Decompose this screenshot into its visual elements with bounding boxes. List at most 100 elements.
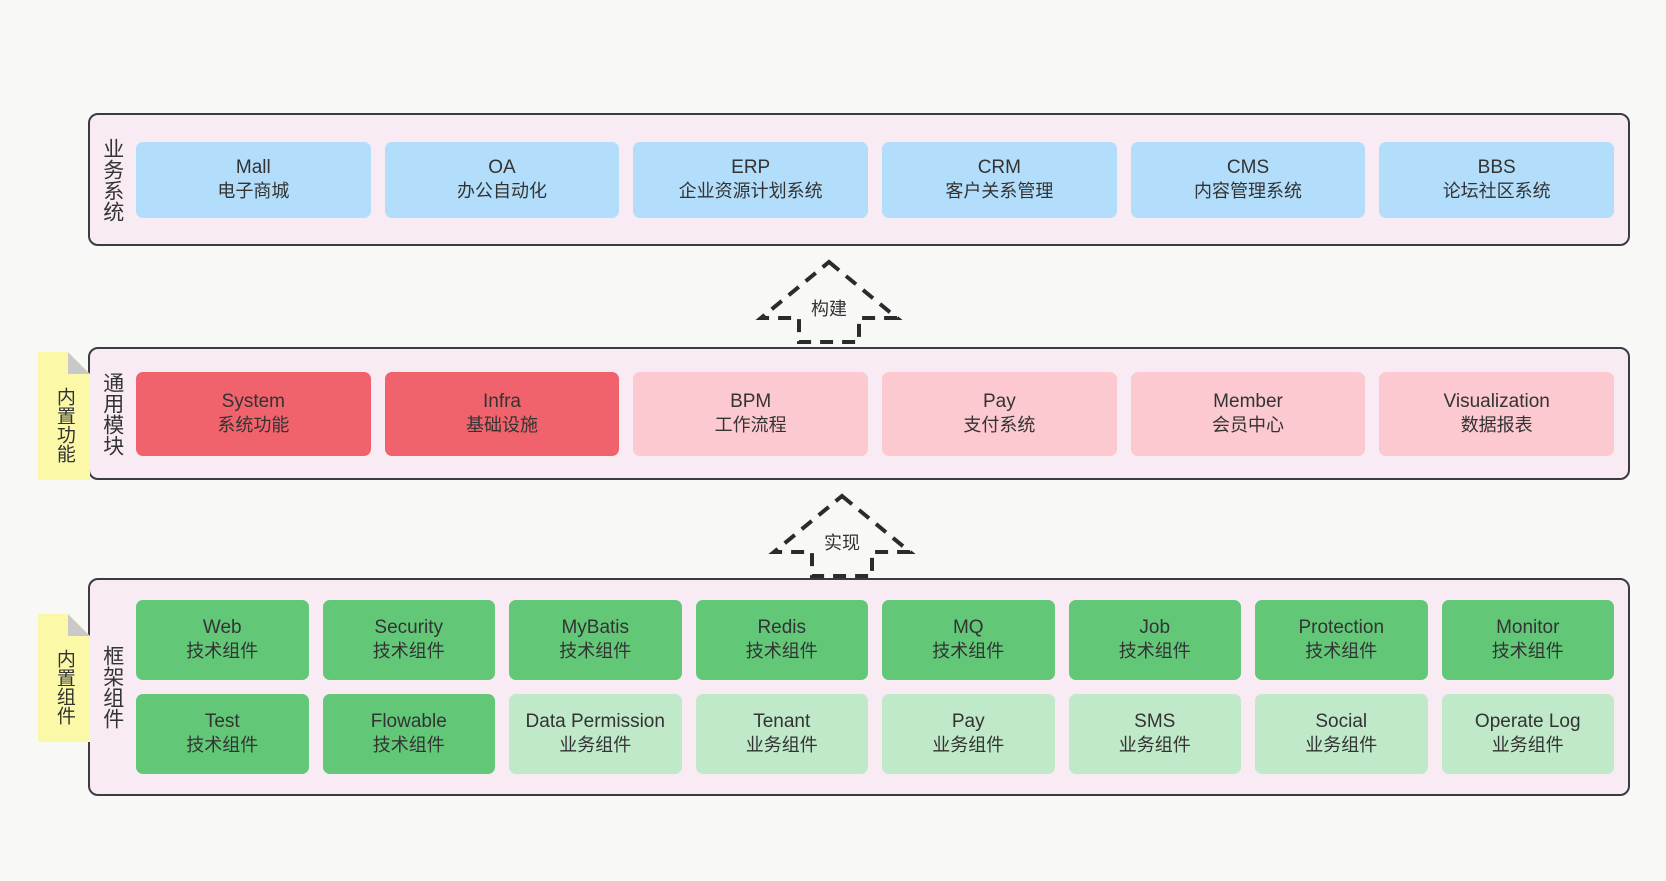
arrow-implement: 实现: [768, 492, 916, 578]
node-title: Redis: [757, 617, 807, 639]
node-subtitle: 数据报表: [1460, 414, 1533, 435]
sticky-note-builtin-components: 内置组件: [38, 614, 90, 742]
node-crm[interactable]: CRM 客户关系管理: [882, 141, 1117, 218]
node-subtitle: 基础设施: [466, 414, 538, 435]
node-monitor[interactable]: Monitor 技术组件: [1441, 600, 1614, 680]
node-subtitle: 技术组件: [186, 641, 259, 662]
node-test[interactable]: Test 技术组件: [136, 694, 309, 774]
node-title: SMS: [1134, 711, 1176, 733]
node-visualization[interactable]: Visualization 数据报表: [1379, 371, 1615, 456]
node-subtitle: 技术组件: [372, 735, 445, 756]
node-subtitle: 技术组件: [1118, 641, 1191, 662]
layer-framework-components: 框架组件 Web 技术组件 Security 技术组件 MyBatis 技术组件…: [88, 578, 1630, 796]
node-subtitle: 办公自动化: [457, 180, 547, 201]
node-subtitle: 技术组件: [186, 735, 259, 756]
node-infra[interactable]: Infra 基础设施: [384, 371, 620, 456]
layer-body-modules: System 系统功能 Infra 基础设施 BPM 工作流程 Pay 支付系统…: [134, 349, 1628, 478]
node-subtitle: 业务组件: [1118, 735, 1191, 756]
node-mq[interactable]: MQ 技术组件: [882, 600, 1055, 680]
node-subtitle: 技术组件: [745, 641, 818, 662]
node-row: Web 技术组件 Security 技术组件 MyBatis 技术组件 Redi…: [136, 600, 1614, 680]
node-job[interactable]: Job 技术组件: [1068, 600, 1241, 680]
node-title: Pay: [951, 711, 985, 733]
sticky-note-text: 内置组件: [53, 649, 75, 725]
node-cms[interactable]: CMS 内容管理系统: [1130, 141, 1366, 218]
node-system[interactable]: System 系统功能: [136, 371, 371, 456]
node-title: Test: [204, 711, 240, 733]
node-title: Web: [202, 617, 242, 639]
node-title: Protection: [1298, 617, 1385, 639]
node-subtitle: 业务组件: [745, 735, 818, 756]
layer-label-business: 业务系统: [100, 137, 124, 222]
node-sms[interactable]: SMS 业务组件: [1068, 694, 1241, 774]
node-title: Job: [1139, 617, 1171, 639]
node-title: Social: [1315, 711, 1368, 733]
node-redis[interactable]: Redis 技术组件: [695, 600, 868, 680]
node-title: Tenant: [753, 711, 811, 733]
node-flowable[interactable]: Flowable 技术组件: [322, 694, 495, 774]
node-title: MQ: [952, 617, 984, 639]
node-subtitle: 系统功能: [217, 414, 290, 435]
node-row: Test 技术组件 Flowable 技术组件 Data Permission …: [136, 694, 1614, 774]
node-title: Data Permission: [525, 711, 665, 733]
layer-label-framework: 框架组件: [100, 645, 124, 729]
node-title: Member: [1213, 390, 1283, 412]
node-subtitle: 电子商城: [217, 180, 290, 201]
node-title: Operate Log: [1474, 711, 1581, 733]
node-protection[interactable]: Protection 技术组件: [1255, 600, 1428, 680]
node-bbs[interactable]: BBS 论坛社区系统: [1379, 141, 1615, 218]
node-subtitle: 业务组件: [932, 735, 1005, 756]
node-subtitle: 技术组件: [1491, 641, 1564, 662]
node-pay-component[interactable]: Pay 业务组件: [882, 694, 1055, 774]
node-subtitle: 客户关系管理: [945, 180, 1054, 201]
node-subtitle: 技术组件: [1305, 641, 1378, 662]
layer-business-systems: 业务系统 Mall 电子商城 OA 办公自动化 ERP 企业资源计划系统 CRM…: [88, 113, 1630, 246]
node-title: Infra: [482, 390, 522, 412]
node-title: Monitor: [1496, 617, 1560, 639]
node-subtitle: 业务组件: [559, 735, 632, 756]
layer-label-modules: 通用模块: [100, 371, 124, 456]
node-data-permission[interactable]: Data Permission 业务组件: [509, 694, 682, 774]
node-title: Flowable: [370, 711, 447, 733]
node-pay[interactable]: Pay 支付系统: [882, 371, 1117, 456]
node-bpm[interactable]: BPM 工作流程: [633, 371, 869, 456]
node-member[interactable]: Member 会员中心: [1130, 371, 1366, 456]
node-row: System 系统功能 Infra 基础设施 BPM 工作流程 Pay 支付系统…: [136, 371, 1615, 456]
sticky-note-builtin-functions: 内置功能: [38, 352, 90, 480]
node-subtitle: 会员中心: [1212, 414, 1285, 435]
node-erp[interactable]: ERP 企业资源计划系统: [633, 141, 869, 218]
layer-body-framework: Web 技术组件 Security 技术组件 MyBatis 技术组件 Redi…: [134, 580, 1628, 794]
node-operate-log[interactable]: Operate Log 业务组件: [1441, 694, 1614, 774]
node-subtitle: 论坛社区系统: [1442, 180, 1551, 201]
node-subtitle: 业务组件: [1491, 735, 1564, 756]
node-oa[interactable]: OA 办公自动化: [384, 141, 620, 218]
node-title: BPM: [730, 390, 772, 412]
node-title: Pay: [982, 390, 1016, 412]
node-social[interactable]: Social 业务组件: [1255, 694, 1428, 774]
layer-common-modules: 通用模块 System 系统功能 Infra 基础设施 BPM 工作流程 Pay…: [88, 347, 1630, 480]
node-subtitle: 工作流程: [714, 414, 787, 435]
node-subtitle: 技术组件: [372, 641, 445, 662]
node-title: Visualization: [1443, 390, 1550, 412]
node-subtitle: 技术组件: [559, 641, 632, 662]
node-title: MyBatis: [561, 617, 630, 639]
node-title: Security: [374, 617, 444, 639]
arrow-build: 构建: [755, 258, 903, 344]
node-security[interactable]: Security 技术组件: [322, 600, 495, 680]
node-title: CRM: [977, 156, 1021, 178]
node-subtitle: 内容管理系统: [1194, 180, 1303, 201]
node-web[interactable]: Web 技术组件: [136, 600, 309, 680]
sticky-note-text: 内置功能: [53, 387, 75, 463]
node-subtitle: 支付系统: [963, 414, 1036, 435]
node-title: BBS: [1477, 156, 1516, 178]
layer-body-business: Mall 电子商城 OA 办公自动化 ERP 企业资源计划系统 CRM 客户关系…: [134, 115, 1628, 244]
node-title: ERP: [731, 156, 771, 178]
node-subtitle: 企业资源计划系统: [678, 180, 823, 201]
node-mall[interactable]: Mall 电子商城: [136, 141, 371, 218]
node-mybatis[interactable]: MyBatis 技术组件: [509, 600, 682, 680]
node-title: System: [221, 390, 286, 412]
node-tenant[interactable]: Tenant 业务组件: [695, 694, 868, 774]
node-subtitle: 技术组件: [932, 641, 1005, 662]
node-title: Mall: [235, 156, 271, 178]
